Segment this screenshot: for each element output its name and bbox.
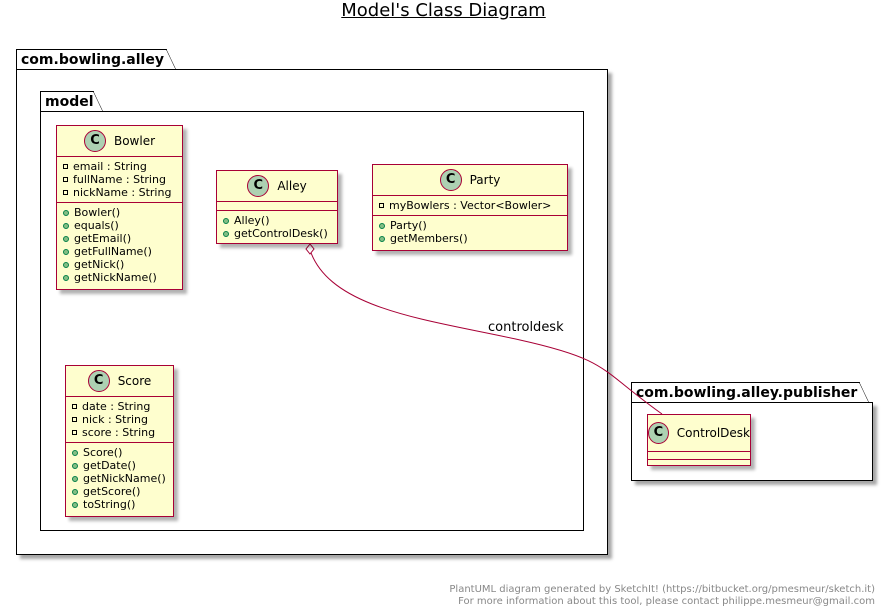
method: Bowler() xyxy=(74,206,121,219)
public-icon xyxy=(63,222,69,229)
public-icon xyxy=(63,274,69,281)
method: Party() xyxy=(390,219,427,232)
private-icon xyxy=(72,404,77,409)
private-icon xyxy=(63,190,68,195)
class-controldesk[interactable]: C ControlDesk xyxy=(647,414,751,466)
package-tab-publisher: com.bowling.alley.publisher xyxy=(631,381,869,403)
method: Score() xyxy=(83,446,123,459)
private-icon xyxy=(63,177,68,182)
class-icon: C xyxy=(87,370,110,392)
public-icon xyxy=(72,501,78,508)
private-icon xyxy=(72,417,77,422)
footer-line-1: PlantUML diagram generated by SketchIt! … xyxy=(449,584,875,595)
package-tab-model: model xyxy=(40,90,103,112)
footer: PlantUML diagram generated by SketchIt! … xyxy=(449,584,875,608)
fields-section xyxy=(648,452,750,460)
method: getScore() xyxy=(83,485,141,498)
public-icon xyxy=(63,248,69,255)
class-alley[interactable]: C Alley Alley() getControlDesk() xyxy=(216,170,338,244)
field: nickName : String xyxy=(73,186,172,199)
method: getNickName() xyxy=(74,271,157,284)
private-icon xyxy=(379,203,384,208)
public-icon xyxy=(72,462,78,469)
class-icon: C xyxy=(247,175,270,197)
method: getNickName() xyxy=(83,472,166,485)
public-icon xyxy=(223,217,229,224)
public-icon xyxy=(63,261,69,268)
aggregation-diamond xyxy=(305,243,315,255)
field: email : String xyxy=(73,160,147,173)
diagram-title: Model's Class Diagram xyxy=(341,0,546,21)
class-name: Alley xyxy=(277,179,307,193)
private-icon xyxy=(72,430,77,435)
public-icon xyxy=(72,475,78,482)
fields-section xyxy=(217,202,337,211)
method: getFullName() xyxy=(74,245,152,258)
method: getNick() xyxy=(74,258,125,271)
method: Alley() xyxy=(234,214,270,227)
class-name: Score xyxy=(117,374,152,388)
methods-section: Alley() getControlDesk() xyxy=(217,211,337,243)
field: myBowlers : Vector<Bowler> xyxy=(389,199,552,212)
method: getDate() xyxy=(83,459,136,472)
fields-section: myBowlers : Vector<Bowler> xyxy=(373,196,567,216)
field: nick : String xyxy=(82,413,148,426)
class-score[interactable]: C Score date : String nick : String scor… xyxy=(65,365,174,517)
fields-section: email : String fullName : String nickNam… xyxy=(57,157,182,203)
public-icon xyxy=(223,230,229,237)
class-name: Party xyxy=(469,173,501,187)
public-icon xyxy=(72,449,78,456)
class-party[interactable]: C Party myBowlers : Vector<Bowler> Party… xyxy=(372,164,568,251)
methods-section: Score() getDate() getNickName() getScore… xyxy=(66,443,173,514)
methods-section: Party() getMembers() xyxy=(373,216,567,248)
field: date : String xyxy=(82,400,151,413)
public-icon xyxy=(379,235,385,242)
method: getEmail() xyxy=(74,232,132,245)
relation-label: controldesk xyxy=(488,320,564,335)
field: score : String xyxy=(82,426,156,439)
class-icon: C xyxy=(439,169,462,191)
method: getMembers() xyxy=(390,232,468,245)
fields-section: date : String nick : String score : Stri… xyxy=(66,397,173,443)
class-name: ControlDesk xyxy=(676,426,750,440)
method: toString() xyxy=(83,498,136,511)
public-icon xyxy=(63,209,69,216)
class-name: Bowler xyxy=(113,134,156,148)
footer-line-2: For more information about this tool, pl… xyxy=(458,596,875,607)
class-icon: C xyxy=(83,130,106,152)
class-icon: C xyxy=(648,422,669,444)
private-icon xyxy=(63,164,68,169)
field: fullName : String xyxy=(73,173,166,186)
methods-section xyxy=(648,460,750,467)
class-bowler[interactable]: C Bowler email : String fullName : Strin… xyxy=(56,125,183,290)
public-icon xyxy=(72,488,78,495)
method: equals() xyxy=(74,219,119,232)
public-icon xyxy=(63,235,69,242)
package-tab-outer: com.bowling.alley xyxy=(16,48,176,70)
method: getControlDesk() xyxy=(234,227,328,240)
methods-section: Bowler() equals() getEmail() getFullName… xyxy=(57,203,182,287)
public-icon xyxy=(379,222,385,229)
